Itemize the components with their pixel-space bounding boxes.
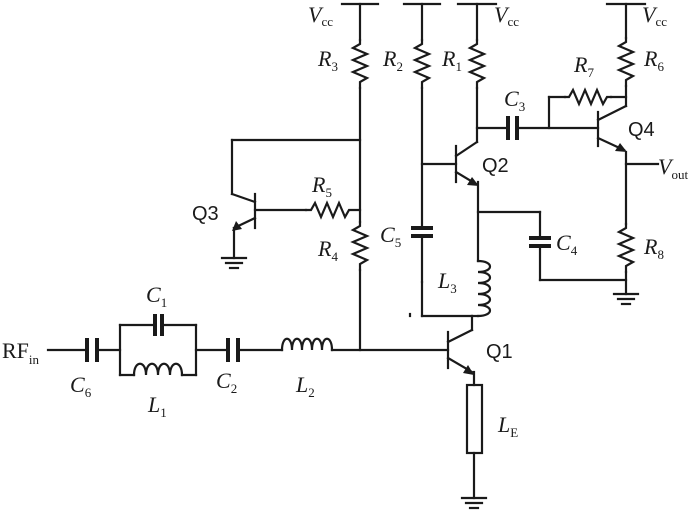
label-c5: C5 — [380, 222, 401, 250]
label-r2: R2 — [382, 46, 403, 74]
label-q1: Q1 — [486, 341, 513, 363]
c4-network — [476, 210, 628, 282]
r7-feedback-wires — [547, 95, 628, 130]
label-l3: L3 — [437, 268, 457, 296]
label-rfin: RFin — [2, 338, 40, 367]
label-q4: Q4 — [628, 119, 655, 141]
transistor-q1 — [446, 314, 476, 387]
capacitor-c4 — [529, 236, 551, 248]
inductor-l3 — [470, 180, 492, 318]
label-r6: R6 — [643, 46, 664, 74]
vcc-rail-main — [340, 2, 380, 42]
label-r8: R8 — [643, 234, 664, 262]
transistor-q3 — [230, 192, 308, 260]
label-vcc-q2: Vcc — [494, 2, 519, 29]
label-c3: C3 — [504, 86, 525, 114]
resistor-r5 — [304, 200, 362, 220]
label-vcc-main: Vcc — [308, 2, 333, 29]
label-l2: L2 — [295, 372, 315, 400]
label-c4: C4 — [556, 230, 578, 258]
inductor-l2 — [280, 337, 450, 352]
label-c2: C2 — [216, 368, 237, 396]
resistor-r7 — [563, 87, 613, 107]
resistor-r8 — [616, 222, 636, 274]
label-q3: Q3 — [192, 203, 219, 225]
label-r5: R5 — [311, 172, 332, 200]
bias-wires — [230, 86, 362, 352]
transistor-q2 — [420, 86, 479, 186]
capacitor-c3 — [475, 116, 600, 140]
resistor-r4 — [350, 220, 370, 272]
resistor-r2 — [412, 38, 432, 90]
capacitor-c1 — [153, 314, 164, 336]
resistor-r1 — [467, 38, 487, 90]
label-r7: R7 — [573, 52, 594, 80]
vcc-rail-q4 — [605, 2, 647, 40]
capacitor-c2 — [226, 338, 284, 362]
ground-q1 — [460, 496, 488, 510]
label-r3: R3 — [317, 46, 338, 74]
capacitor-c6 — [85, 338, 122, 362]
label-q2: Q2 — [482, 155, 509, 177]
label-vout: Vout — [658, 154, 688, 182]
tank-l1-c1 — [118, 323, 198, 377]
transistor-q4 — [596, 84, 628, 226]
ground-q3 — [220, 256, 248, 270]
capacitor-c5 — [411, 226, 433, 238]
label-r4: R4 — [317, 236, 338, 264]
label-c6: C6 — [70, 372, 92, 400]
resistor-r3 — [350, 38, 370, 90]
vcc-rail-q2 — [402, 2, 498, 42]
ground-q4 — [612, 292, 640, 306]
label-l1: L1 — [147, 392, 167, 420]
label-r1: R1 — [441, 46, 462, 74]
label-le: LE — [497, 412, 518, 440]
inductor-l1 — [132, 362, 184, 377]
resistor-r6 — [616, 36, 636, 88]
label-c1: C1 — [146, 282, 167, 310]
q2-base-network — [408, 86, 474, 318]
inductor-le — [465, 383, 484, 500]
label-vcc-q4: Vcc — [642, 2, 667, 29]
